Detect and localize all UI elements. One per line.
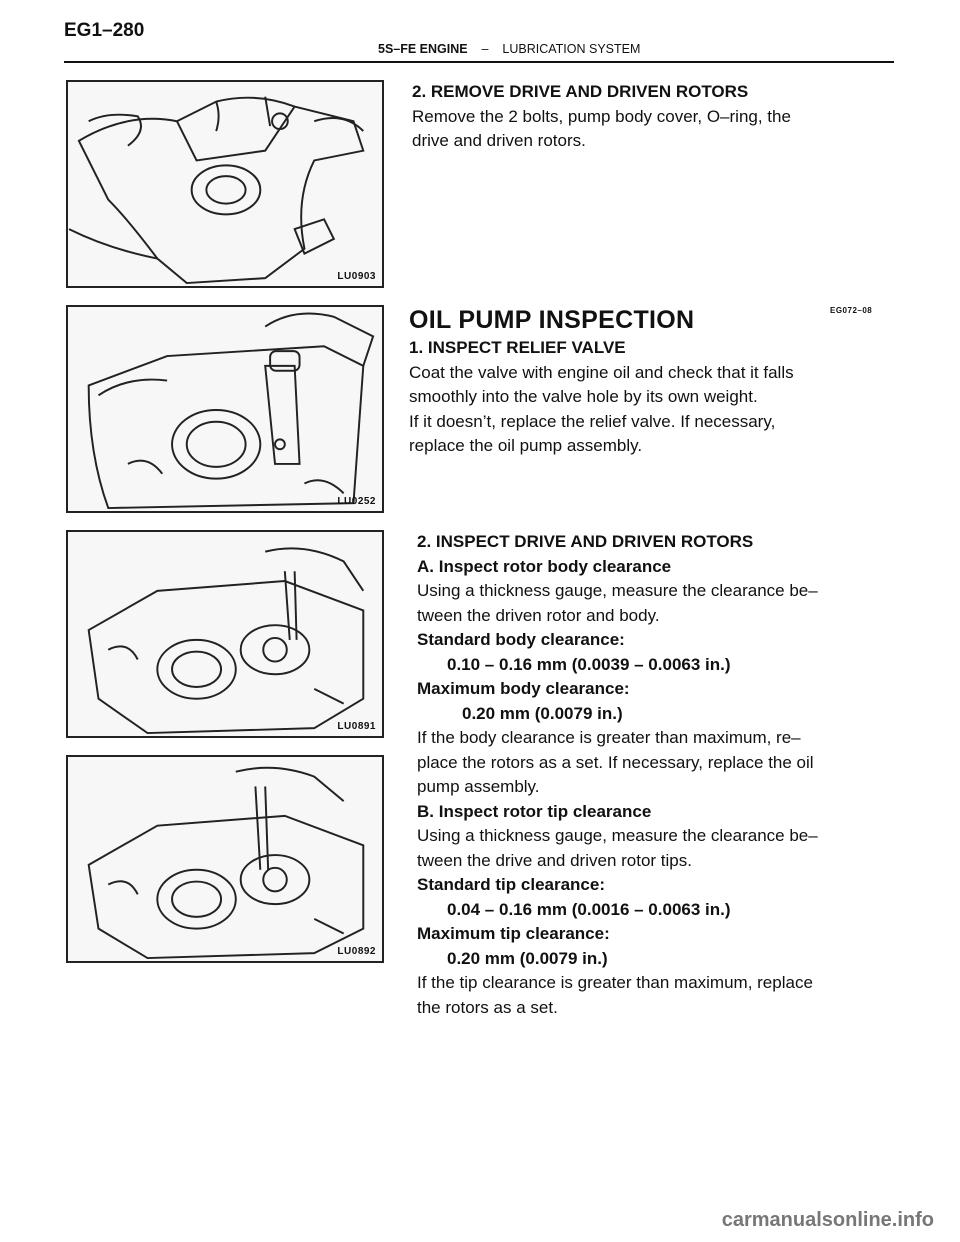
section-title: OIL PUMP INSPECTION xyxy=(409,306,695,334)
spec-value: 0.10 – 0.16 mm (0.0039 – 0.0063 in.) xyxy=(447,654,731,674)
body-line: tween the drive and driven rotor tips. xyxy=(417,850,692,870)
pump-cover-illustration xyxy=(68,96,365,285)
figure-body-clearance: LU0891 xyxy=(66,530,384,738)
body-line: pump assembly. xyxy=(417,777,540,796)
body-line: place the rotors as a set. If necessary,… xyxy=(417,752,814,772)
figure-code: LU0903 xyxy=(337,271,376,282)
spec-value: 0.20 mm (0.0079 in.) xyxy=(462,703,623,723)
figure-remove-rotors: LU0903 xyxy=(66,80,384,288)
body-line: Remove the 2 bolts, pump body cover, O–r… xyxy=(412,106,791,126)
page-number: EG1–280 xyxy=(64,20,145,41)
body-line: Using a thickness gauge, measure the cle… xyxy=(417,826,818,845)
figure-code: LU0891 xyxy=(337,721,376,732)
spec-label: Maximum tip clearance: xyxy=(417,924,610,943)
body-line: If the tip clearance is greater than max… xyxy=(417,973,813,992)
spec-label: Standard body clearance: xyxy=(417,630,625,649)
step-title: 2. INSPECT DRIVE AND DRIVEN ROTORS xyxy=(417,532,754,551)
remove-rotors-block: 2. REMOVE DRIVE AND DRIVEN ROTORS Remove… xyxy=(412,80,791,154)
rotors-inspection-block: 2. INSPECT DRIVE AND DRIVEN ROTORS A. In… xyxy=(417,530,818,1020)
body-clearance-illustration xyxy=(87,547,365,735)
header-rule xyxy=(64,61,894,63)
body-line: Using a thickness gauge, measure the cle… xyxy=(417,581,818,600)
substep-title: A. Inspect rotor body clearance xyxy=(417,556,672,576)
step-title: 2. REMOVE DRIVE AND DRIVEN ROTORS xyxy=(412,82,749,101)
relief-valve-illustration xyxy=(87,312,375,510)
spec-value: 0.04 – 0.16 mm (0.0016 – 0.0063 in.) xyxy=(447,899,731,919)
body-line: drive and driven rotors. xyxy=(412,131,586,150)
figure-relief-valve: LU0252 xyxy=(66,305,384,513)
spec-label: Standard tip clearance: xyxy=(417,875,606,894)
figure-tip-clearance: LU0892 xyxy=(66,755,384,963)
tip-clearance-illustration xyxy=(87,766,365,960)
reference-code: EG072–08 xyxy=(830,306,873,315)
body-line: If it doesn’t, replace the relief valve.… xyxy=(409,411,776,431)
subsection-name: LUBRICATION SYSTEM xyxy=(502,42,641,56)
body-line: Coat the valve with engine oil and check… xyxy=(409,362,794,382)
header-separator: – xyxy=(481,42,489,56)
body-line: tween the driven rotor and body. xyxy=(417,605,660,625)
body-line: smoothly into the valve hole by its own … xyxy=(409,387,758,406)
substep-title: B. Inspect rotor tip clearance xyxy=(417,801,652,821)
watermark: carmanualsonline.info xyxy=(721,1209,934,1231)
spec-label: Maximum body clearance: xyxy=(417,679,630,698)
step-title: 1. INSPECT RELIEF VALVE xyxy=(409,338,626,357)
section-subheader: 5S–FE ENGINE – LUBRICATION SYSTEM xyxy=(378,42,640,56)
section-name: 5S–FE ENGINE xyxy=(378,42,468,56)
relief-valve-block: 1. INSPECT RELIEF VALVE Coat the valve w… xyxy=(409,336,794,459)
body-line: If the body clearance is greater than ma… xyxy=(417,728,801,747)
body-line: replace the oil pump assembly. xyxy=(409,436,643,455)
figure-code: LU0892 xyxy=(337,946,376,957)
spec-value: 0.20 mm (0.0079 in.) xyxy=(447,948,608,968)
body-line: the rotors as a set. xyxy=(417,997,558,1017)
figure-code: LU0252 xyxy=(337,496,376,507)
